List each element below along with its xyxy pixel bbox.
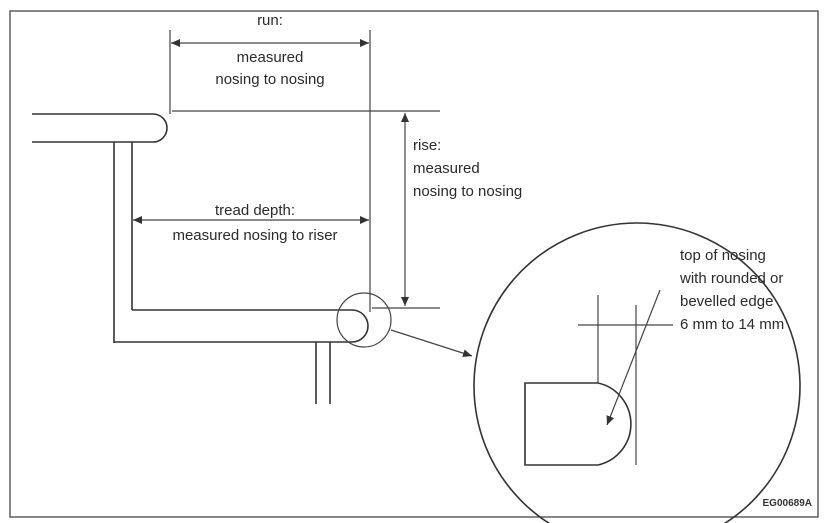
upper-tread bbox=[32, 113, 168, 343]
nosing-note-line3: bevelled edge bbox=[680, 293, 773, 310]
run-label-line3: nosing to nosing bbox=[215, 71, 324, 88]
tread-depth-label-line2: measured nosing to riser bbox=[172, 227, 337, 244]
figure-code: EG00689A bbox=[763, 498, 812, 509]
detail-callout-circle bbox=[336, 292, 392, 348]
nosing-note-line2: with rounded or bbox=[679, 270, 783, 287]
rise-label-title: rise: bbox=[413, 137, 441, 154]
rise-label-line3: nosing to nosing bbox=[413, 183, 522, 200]
nosing-note-line1: top of nosing bbox=[680, 247, 766, 264]
lower-tread bbox=[114, 309, 369, 404]
figure-frame bbox=[9, 10, 819, 518]
nosing-note-line4: 6 mm to 14 mm bbox=[680, 316, 784, 333]
run-label-line2: measured bbox=[237, 49, 304, 66]
detail-pointer-arrow bbox=[390, 329, 473, 358]
tread-depth-label-title: tread depth: bbox=[215, 202, 295, 219]
rise-label-line2: measured bbox=[413, 160, 480, 177]
run-label-title: run: bbox=[257, 12, 283, 29]
nosing-detail-view bbox=[473, 222, 801, 523]
